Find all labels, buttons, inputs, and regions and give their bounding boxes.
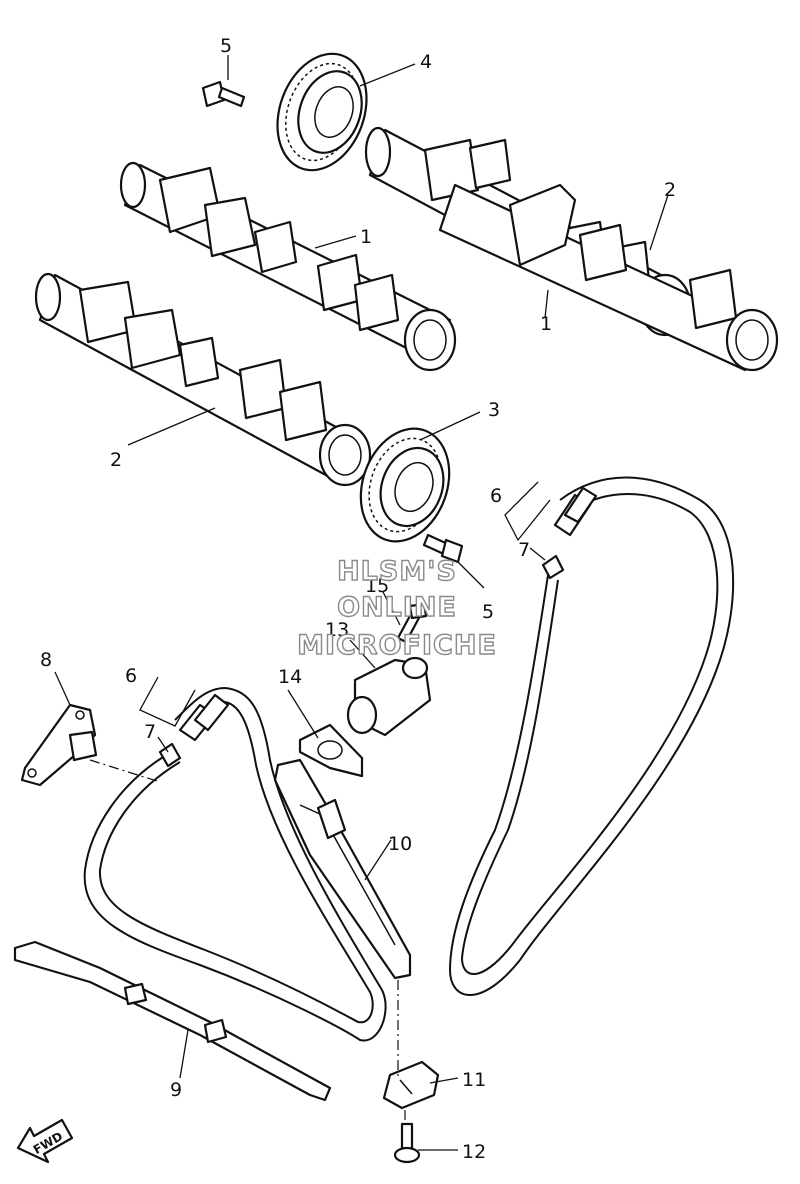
callout-1-lower: 1 (540, 313, 552, 335)
callout-2-upper: 2 (664, 179, 676, 201)
callout-5-top: 5 (220, 35, 232, 57)
chain-tensioner-guide (273, 758, 412, 980)
bolt-guide (393, 1122, 421, 1164)
callout-labels: 5 4 1 2 1 2 3 5 15 13 14 8 6 7 6 7 10 9 … (40, 35, 676, 1163)
bolt-tensioner (396, 602, 428, 644)
timing-chain-left (83, 686, 387, 1042)
chain-guide-bracket (20, 703, 98, 787)
cam-sprocket-upper (276, 52, 368, 172)
callout-4: 4 (420, 51, 432, 73)
callout-5-sprocket: 5 (482, 601, 494, 623)
watermark-line-2: ONLINE (337, 592, 457, 623)
callout-3: 3 (488, 399, 500, 421)
chain-tensioner (346, 656, 432, 737)
callout-6-left: 6 (125, 665, 137, 687)
camshaft-lower-left (34, 272, 372, 487)
callout-9: 9 (170, 1079, 182, 1101)
callout-7-right: 7 (518, 539, 530, 561)
callout-2-lower: 2 (110, 449, 122, 471)
chain-link-left (158, 693, 230, 768)
leader-lines (54, 55, 669, 1151)
fwd-arrow-icon: FWD (16, 1118, 74, 1164)
camshaft-right-lower (438, 183, 779, 372)
tensioner-gasket (298, 723, 364, 778)
callout-14: 14 (278, 666, 302, 688)
chain-link-right (541, 486, 598, 580)
watermark-line-3: MICROFICHE (297, 630, 497, 661)
watermark-line-1: HLSM'S (337, 556, 457, 587)
guide-stopper (382, 1060, 440, 1110)
callout-8: 8 (40, 649, 52, 671)
callout-13: 13 (325, 619, 349, 641)
chain-guide-lower (13, 940, 332, 1102)
timing-chain-right (448, 476, 735, 996)
bolt-top (201, 80, 246, 108)
callout-1-upper: 1 (360, 226, 372, 248)
callout-6-right: 6 (490, 485, 502, 507)
centerline-bracket (89, 759, 161, 783)
watermark: HLSM'S ONLINE MICROFICHE (296, 555, 497, 661)
cam-sprocket-lower (359, 427, 451, 543)
callout-7-left: 7 (144, 721, 156, 743)
callout-11: 11 (462, 1069, 486, 1091)
callout-10: 10 (388, 833, 412, 855)
callout-12: 12 (462, 1141, 486, 1163)
callout-15: 15 (365, 575, 389, 597)
camshaft-upper-left (119, 161, 457, 372)
